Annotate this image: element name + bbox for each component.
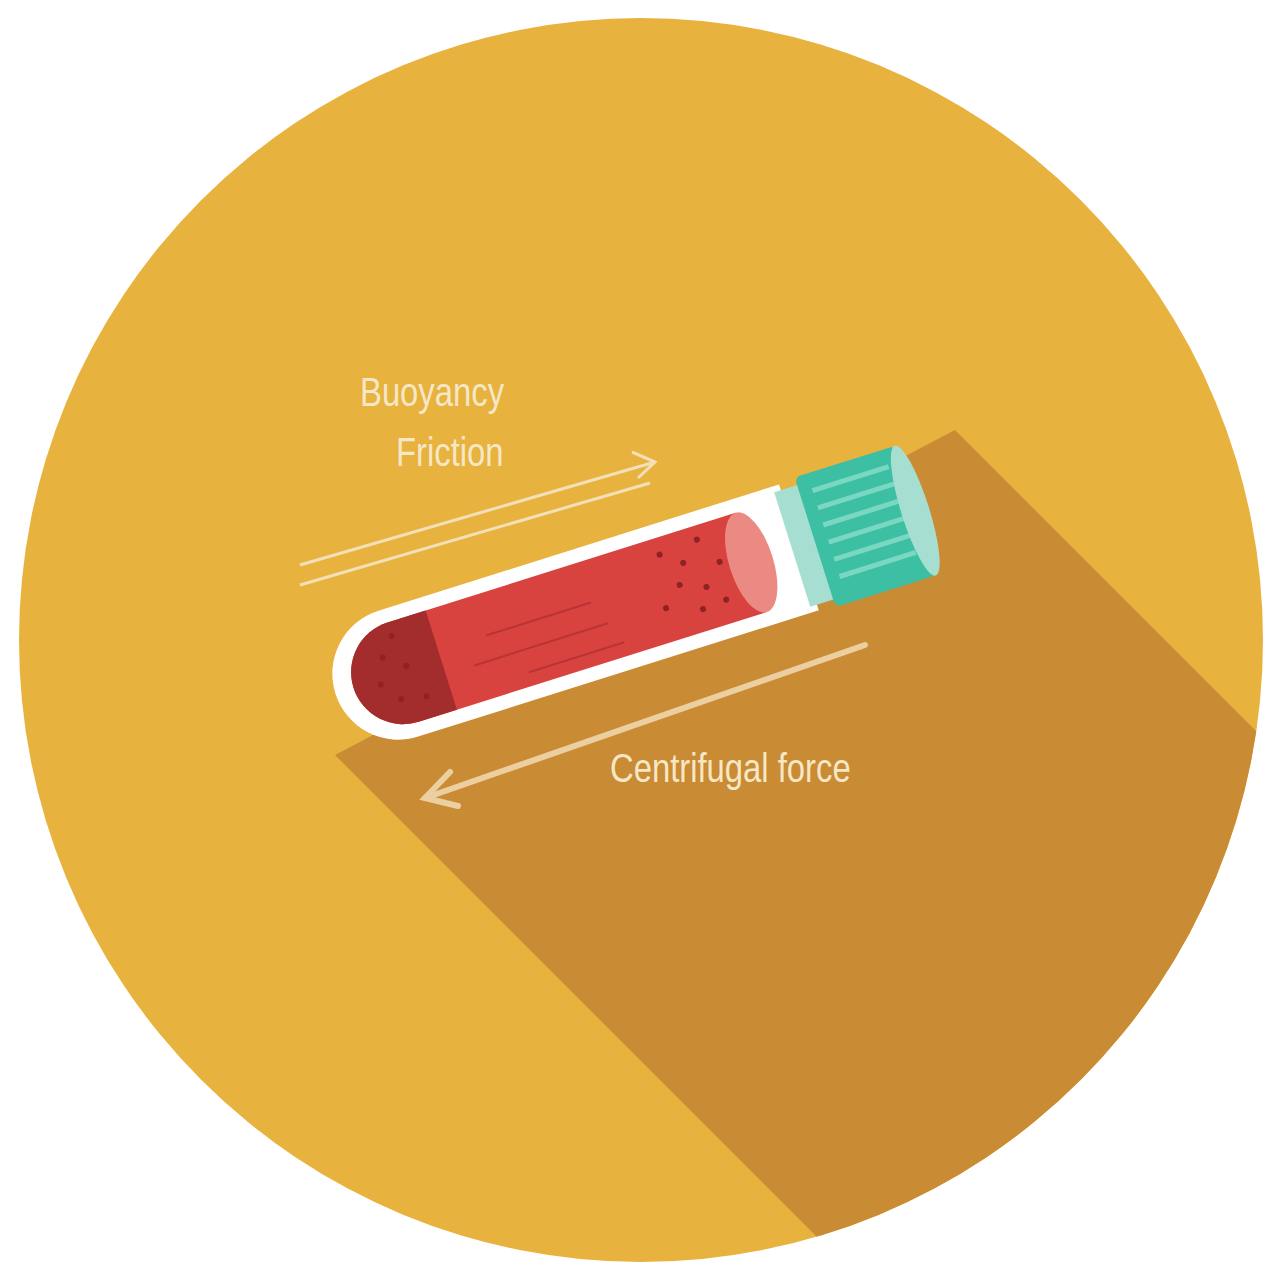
force-label: Centrifugal force (610, 748, 851, 788)
force-label: Buoyancy (360, 372, 504, 412)
long-shadow (335, 430, 1264, 1262)
centrifugal-arrow (425, 645, 865, 806)
force-label: Friction (396, 432, 504, 472)
